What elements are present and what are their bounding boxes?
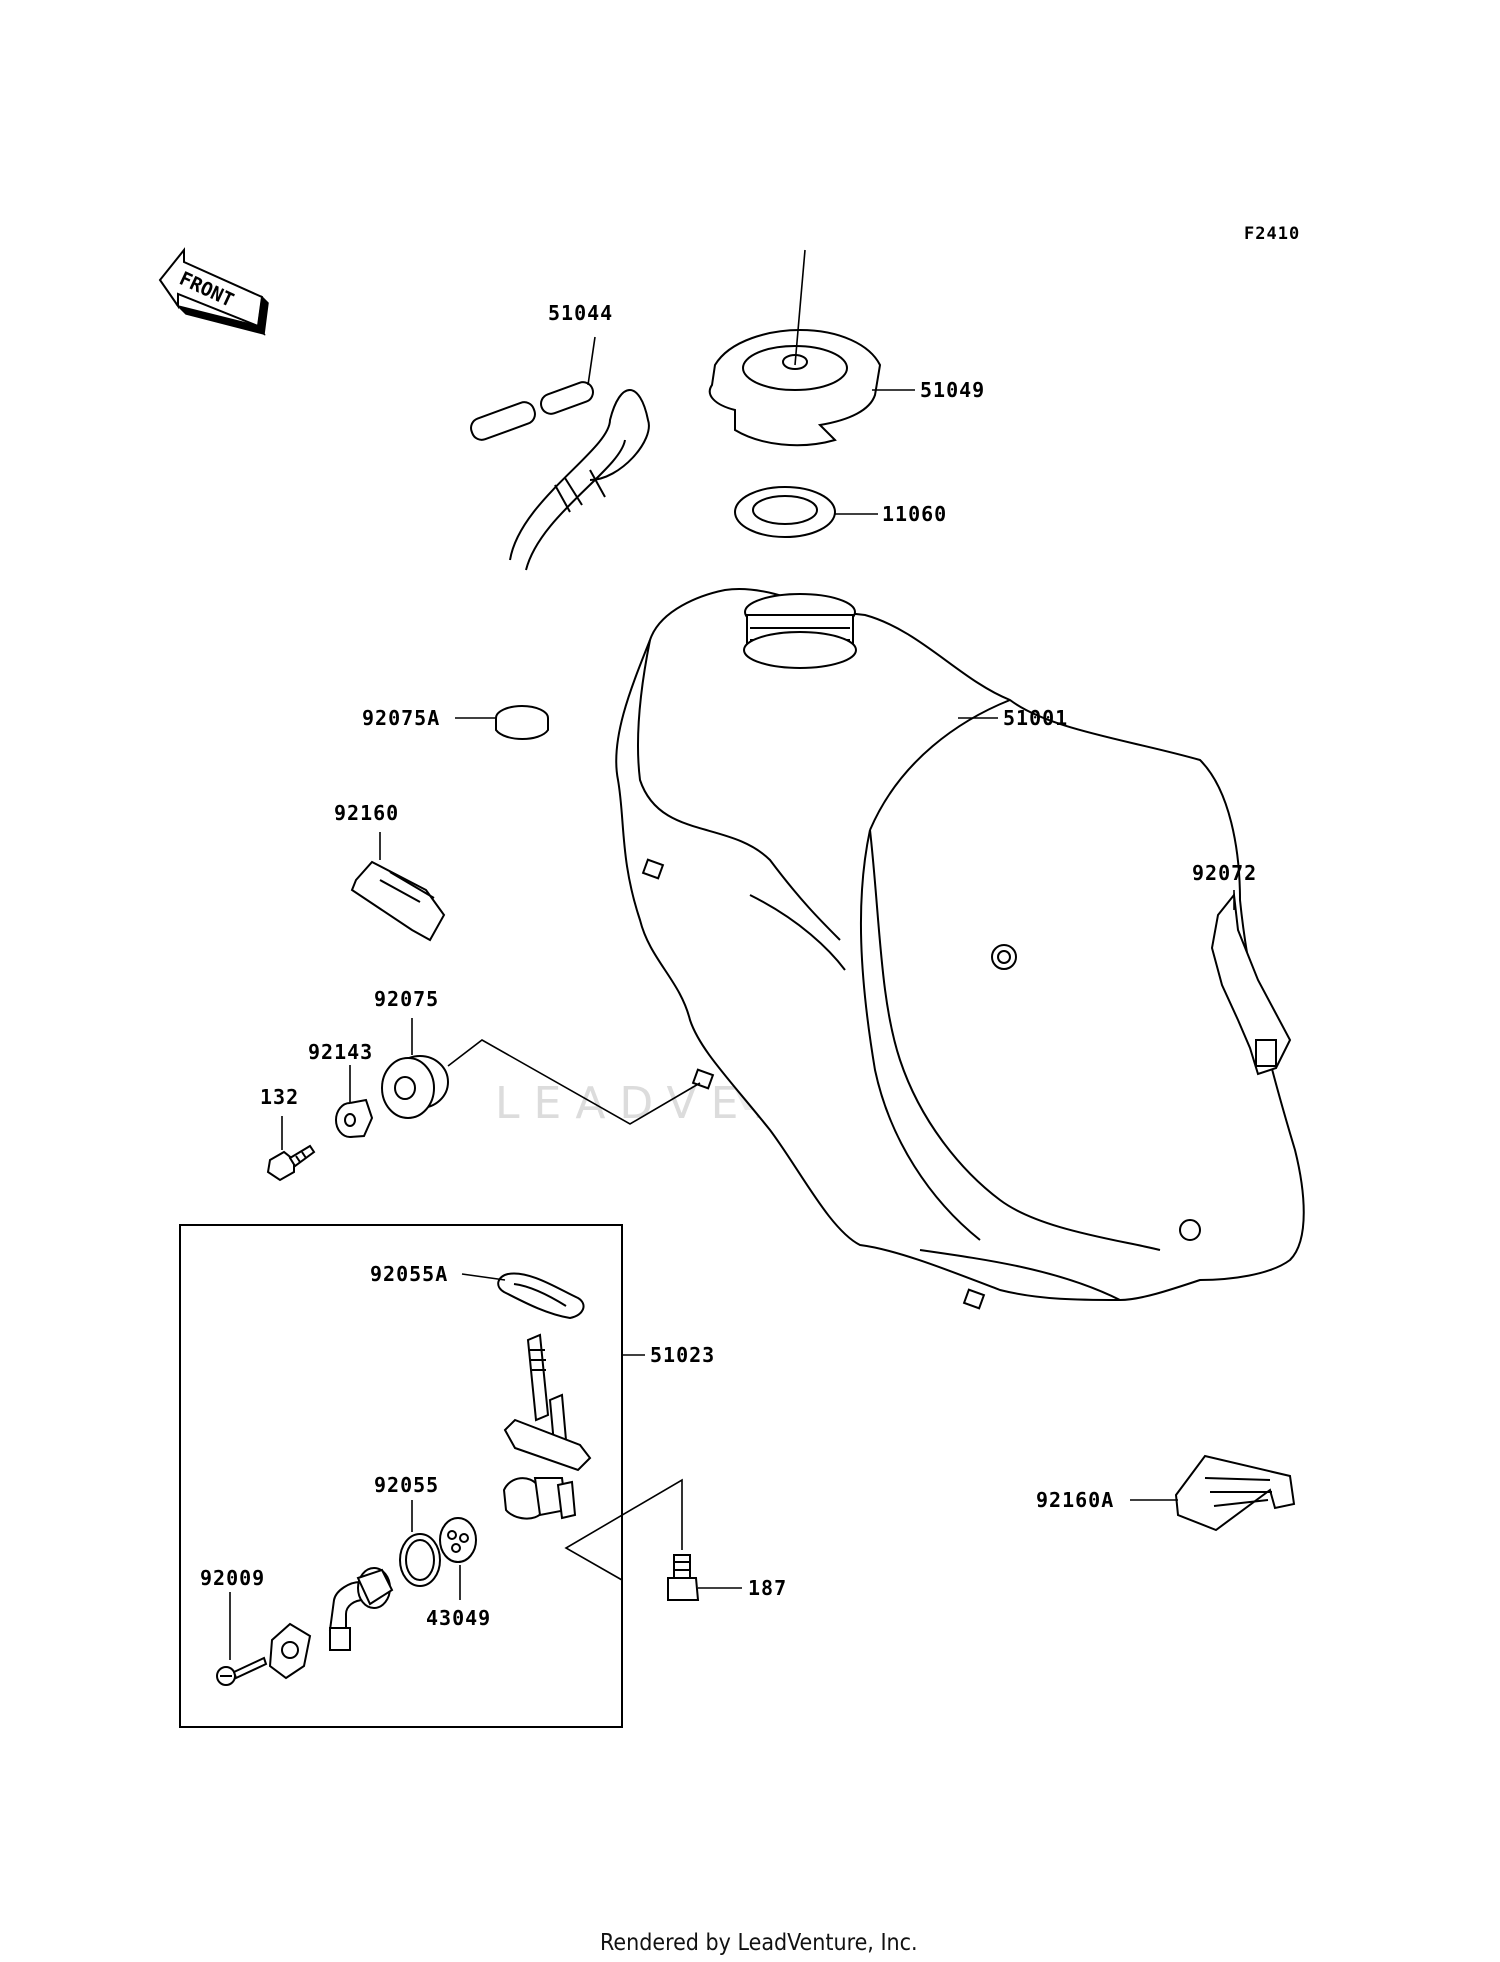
part-label-43049: 43049 (426, 1606, 491, 1630)
part-label-51023: 51023 (650, 1343, 715, 1367)
front-arrow-icon: FRONT (158, 247, 269, 336)
fuel-tank-part (615, 588, 1305, 1310)
fuel-cock-gasket-part (497, 1272, 585, 1320)
hose-part (470, 381, 650, 571)
part-label-92055: 92055 (374, 1473, 439, 1497)
screw-part (216, 1656, 268, 1686)
part-label-92075A: 92075A (362, 706, 440, 730)
pad-part (350, 860, 446, 942)
band-part (1210, 892, 1292, 1076)
part-label-51001: 51001 (1003, 706, 1068, 730)
part-label-92160: 92160 (334, 801, 399, 825)
packing-part (439, 1517, 477, 1563)
part-label-92072: 92072 (1192, 861, 1257, 885)
fuel-cap-part (708, 328, 882, 447)
plug-part (495, 705, 549, 740)
drain-bolt-part (667, 1554, 700, 1601)
part-label-92160A: 92160A (1036, 1488, 1114, 1512)
part-label-11060: 11060 (882, 502, 947, 526)
part-label-92075: 92075 (374, 987, 439, 1011)
fuel-cock-part (502, 1333, 592, 1520)
bolt-part (266, 1144, 316, 1182)
leader-51049-vent (794, 249, 806, 366)
damper-part (381, 1055, 449, 1119)
part-label-51049: 51049 (920, 378, 985, 402)
part-label-92055A: 92055A (370, 1262, 448, 1286)
gasket-part (734, 486, 836, 538)
part-label-132: 132 (260, 1085, 299, 1109)
part-label-51044: 51044 (548, 301, 613, 325)
fuel-cock-group-box (179, 1224, 623, 1728)
leader-187-ref (564, 1478, 683, 1581)
part-label-92009: 92009 (200, 1566, 265, 1590)
leader-92055A (461, 1273, 506, 1281)
plate-part (268, 1622, 312, 1680)
lever-part (328, 1567, 394, 1651)
pad-a-part (1174, 1454, 1296, 1532)
collar-part (335, 1098, 374, 1138)
leader-51044 (587, 336, 596, 386)
part-label-92143: 92143 (308, 1040, 373, 1064)
part-label-187: 187 (748, 1576, 787, 1600)
figure-code: F2410 (1244, 224, 1300, 244)
o-ring-inner (405, 1539, 435, 1581)
leader-92075-tank (447, 1039, 701, 1125)
footer-credit: Rendered by LeadVenture, Inc. (600, 1930, 918, 1956)
